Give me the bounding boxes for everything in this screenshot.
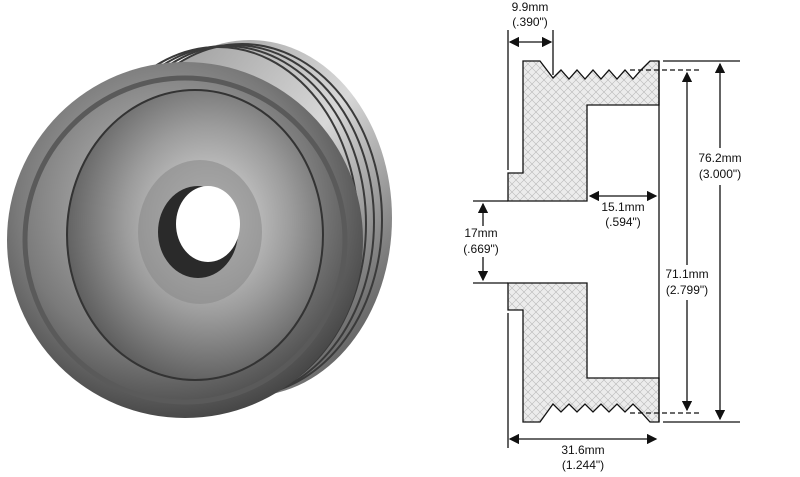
dim-17-in: (.669") [463,242,499,256]
dim-15-1-in: (.594") [605,215,641,229]
pulley-photo [7,40,392,418]
dim-76-2-mm: 76.2mm [698,151,741,165]
section-upper [507,60,660,202]
dim-9-9-in: (.390") [512,15,548,29]
dim-9-9-mm: 9.9mm [512,0,549,14]
dim-17-mm: 17mm [464,226,497,240]
pulley-bore-hole [176,186,240,262]
dim-76-2-in: (3.000") [699,167,741,181]
cross-section-drawing [473,30,740,448]
section-lower [507,282,660,423]
dim-31-6-mm: 31.6mm [561,443,604,457]
dim-71-1-mm: 71.1mm [665,267,708,281]
dim-31-6-in: (1.244") [562,458,604,472]
dimension-labels: 9.9mm (.390") 15.1mm (.594") 17mm (.669"… [463,0,741,472]
dim-15-1-mm: 15.1mm [601,200,644,214]
dim-71-1-in: (2.799") [666,283,708,297]
pulley-front-rim [22,75,348,405]
